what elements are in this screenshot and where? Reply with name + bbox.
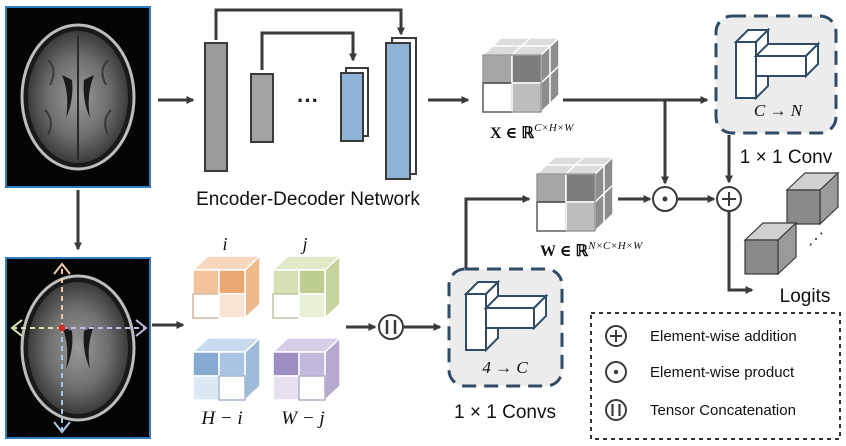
direction-w-cube — [271, 336, 342, 402]
direction-w-label: W − j — [281, 408, 324, 429]
conv-4-to-c-box: 4 → C — [447, 267, 564, 388]
element-wise-addition-operator — [716, 186, 742, 212]
x-tensor-dims: C×H×W — [534, 122, 574, 134]
direction-i-label: i — [222, 234, 227, 254]
logits-label: Logits — [780, 286, 831, 307]
encoder-decoder-label: Encoder-Decoder Network — [196, 189, 420, 210]
w-tensor-label: W ∈ ℝ — [540, 243, 589, 260]
conv-top-caption: 1 × 1 Conv — [740, 147, 833, 168]
conv-top-channels: C → N — [754, 101, 804, 120]
legend: Element-wise addition Element-wise produ… — [590, 312, 841, 440]
encoder-block-2 — [250, 73, 274, 143]
feature-tensor-x-cube — [481, 36, 561, 114]
direction-h-label: H − i — [200, 408, 242, 429]
legend-product-text: Element-wise product — [650, 364, 795, 381]
logits-stack: ⋰ — [743, 171, 840, 276]
tensor-concatenation-operator — [378, 314, 404, 340]
decoder-block-2 — [385, 42, 411, 180]
direction-j-cube — [271, 254, 342, 320]
logits-stack-ellipsis: ⋰ — [808, 231, 824, 248]
conv-bottom-caption: 1 × 1 Convs — [454, 402, 556, 423]
x-tensor-label: X ∈ ℝ — [490, 125, 534, 142]
svg-text:X ∈ ℝC×H×W: X ∈ ℝC×H×W — [490, 122, 574, 142]
conv-bottom-channels: 4 → C — [482, 358, 528, 377]
legend-concat-text: Tensor Concatenation — [650, 402, 796, 419]
direction-i-cube — [191, 254, 262, 320]
encoder-decoder-network: ··· — [204, 8, 417, 180]
svg-text:W ∈ ℝN×C×H×W: W ∈ ℝN×C×H×W — [540, 240, 643, 260]
conv-c-to-n-box: C → N — [714, 14, 838, 135]
legend-addition-text: Element-wise addition — [650, 328, 797, 345]
weight-tensor-w-cube — [535, 155, 615, 233]
direction-j-label: j — [300, 234, 307, 254]
network-ellipsis: ··· — [297, 88, 319, 113]
legend-concat-icon — [605, 399, 627, 421]
mri-input-image — [5, 6, 151, 188]
direction-h-cube — [191, 336, 262, 402]
mri-directional-image — [5, 257, 151, 439]
encoder-block-1 — [204, 42, 228, 172]
center-pixel-dot — [58, 324, 66, 332]
w-tensor-dims: N×C×H×W — [587, 240, 643, 252]
decoder-block-1 — [340, 72, 364, 142]
element-wise-product-operator — [652, 186, 678, 212]
